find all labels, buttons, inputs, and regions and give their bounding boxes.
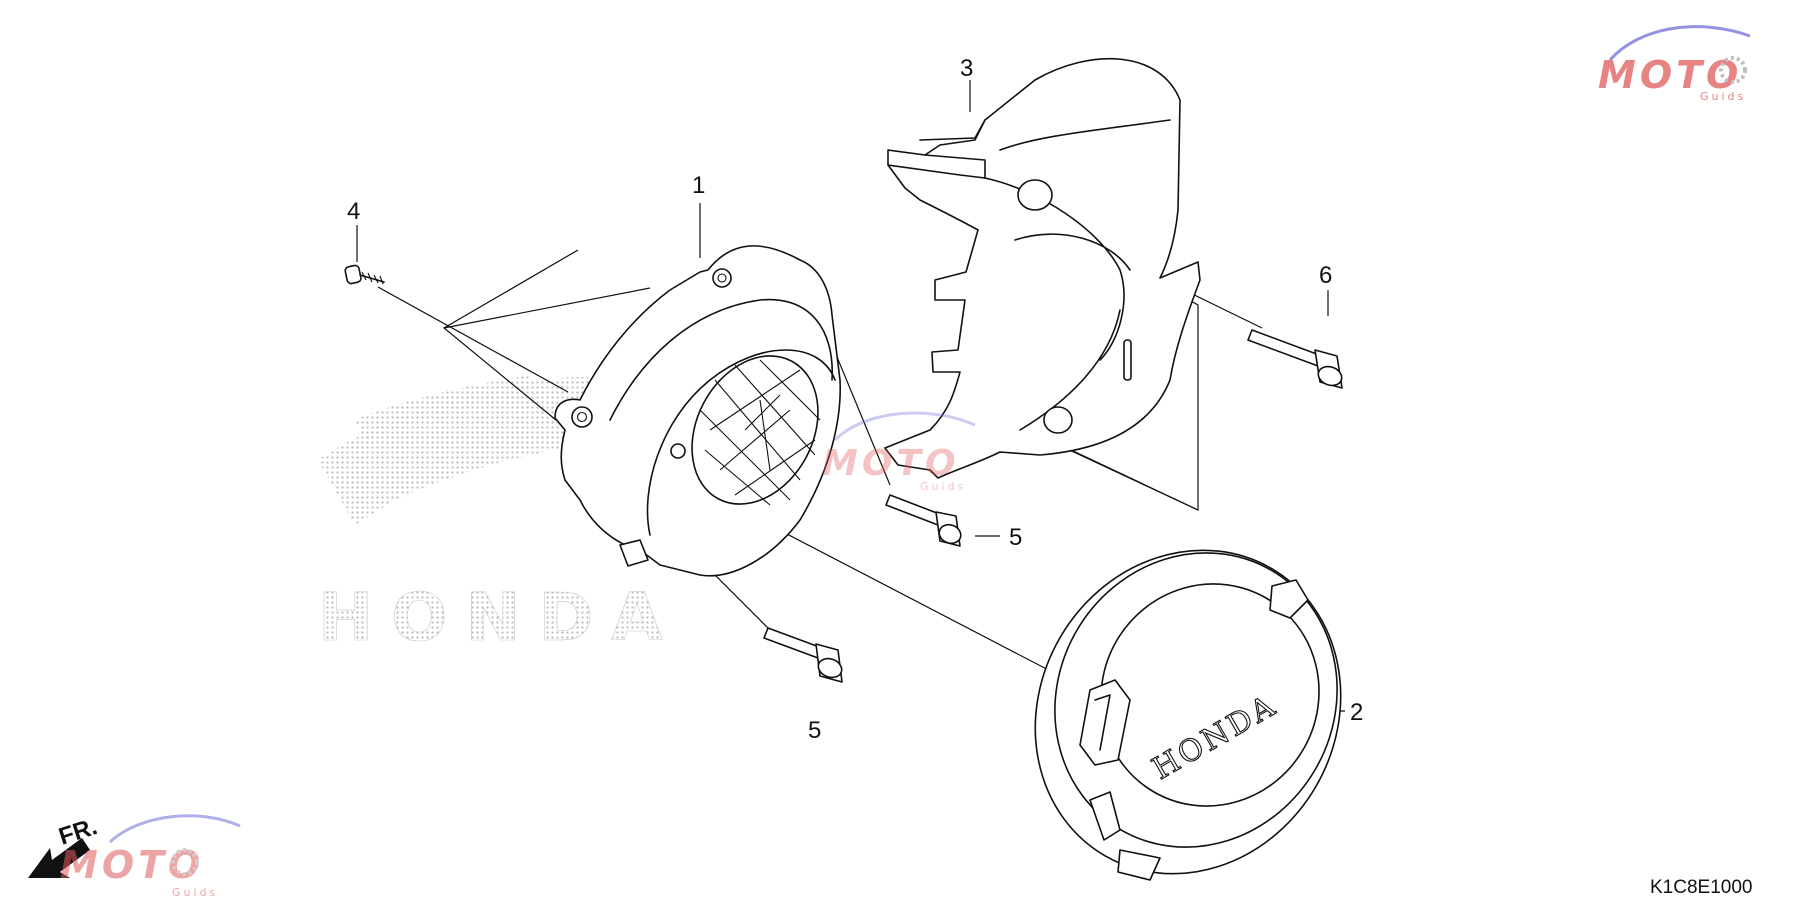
fan-grille-icon xyxy=(699,359,821,506)
part-1-fan-cover[interactable] xyxy=(554,245,843,577)
callout-4: 4 xyxy=(347,198,360,225)
callout-3: 3 xyxy=(960,55,973,82)
arrow-down-left-icon xyxy=(28,838,90,878)
honda-wing-watermark: HONDA xyxy=(318,375,680,656)
part-2-round-cover[interactable]: HONDA xyxy=(977,494,1399,918)
watermark-sub-text-center: Guids xyxy=(920,480,966,493)
part-6-bolt[interactable] xyxy=(1247,329,1344,389)
moto-watermark-bottom-left: MOTO Guids xyxy=(60,814,241,899)
callout-labels: 1 2 3 4 5 5 6 xyxy=(347,55,1363,744)
watermark-sub-text: Guids xyxy=(1700,90,1746,103)
part-5-bolt-lower[interactable] xyxy=(763,627,844,683)
background-watermark-text: HONDA xyxy=(318,579,680,656)
watermark-brand-text: MOTO xyxy=(1598,53,1742,97)
moto-watermark-top-right: MOTO Guids xyxy=(1598,25,1751,103)
watermark-brand-text-bottom: MOTO xyxy=(60,843,204,887)
part-4-screw[interactable] xyxy=(344,264,385,285)
diagram-code: K1C8E1000 xyxy=(1650,877,1752,898)
watermark-brand-text-center: MOTO xyxy=(822,443,960,484)
callout-6: 6 xyxy=(1319,262,1332,289)
callout-1: 1 xyxy=(692,172,705,199)
callout-5-lower: 5 xyxy=(808,717,821,744)
callout-2: 2 xyxy=(1350,699,1363,726)
part-3-upper-shroud[interactable] xyxy=(884,57,1201,479)
watermark-sub-text-bottom: Guids xyxy=(172,886,218,899)
part-5-bolt-upper[interactable] xyxy=(885,494,963,547)
moto-watermark-center: MOTO Guids xyxy=(822,411,976,493)
callout-5-upper: 5 xyxy=(1009,524,1022,551)
